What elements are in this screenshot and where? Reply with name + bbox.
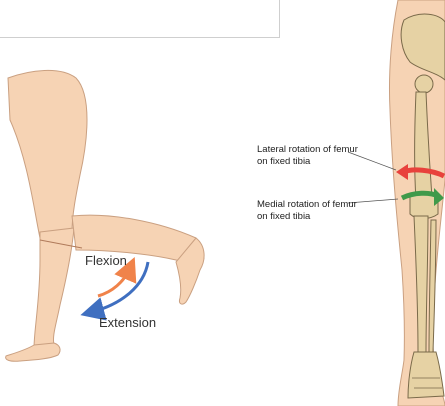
extension-arrow bbox=[80, 261, 150, 321]
medial-rotation-label: Medial rotation of femur on fixed tibia bbox=[257, 199, 357, 223]
standing-lower-leg bbox=[33, 227, 75, 349]
lateral-rotation-label: Lateral rotation of femur on fixed tibia bbox=[257, 144, 358, 168]
leg-skeleton-illustration bbox=[347, 0, 445, 406]
lateral-rotation-line-1: Lateral rotation of femur bbox=[257, 144, 358, 155]
flexion-arrow bbox=[97, 256, 137, 298]
extension-label: Extension bbox=[99, 315, 157, 330]
femur-head bbox=[414, 74, 434, 94]
lateral-rotation-line-2: on fixed tibia bbox=[257, 156, 311, 167]
medial-rotation-line-1: Medial rotation of femur bbox=[257, 199, 357, 210]
flexed-leg-illustration bbox=[5, 69, 205, 362]
pelvis bbox=[400, 13, 445, 81]
medial-rotation-line-2: on fixed tibia bbox=[257, 211, 311, 222]
flexed-foot bbox=[175, 237, 205, 305]
thigh bbox=[7, 69, 88, 239]
standing-foot bbox=[5, 342, 61, 362]
lateral-leader-line bbox=[347, 151, 397, 171]
foot-bones bbox=[407, 351, 445, 399]
flexion-label: Flexion bbox=[85, 253, 127, 268]
medial-leader-line bbox=[347, 198, 399, 204]
caption-box bbox=[0, 0, 280, 38]
